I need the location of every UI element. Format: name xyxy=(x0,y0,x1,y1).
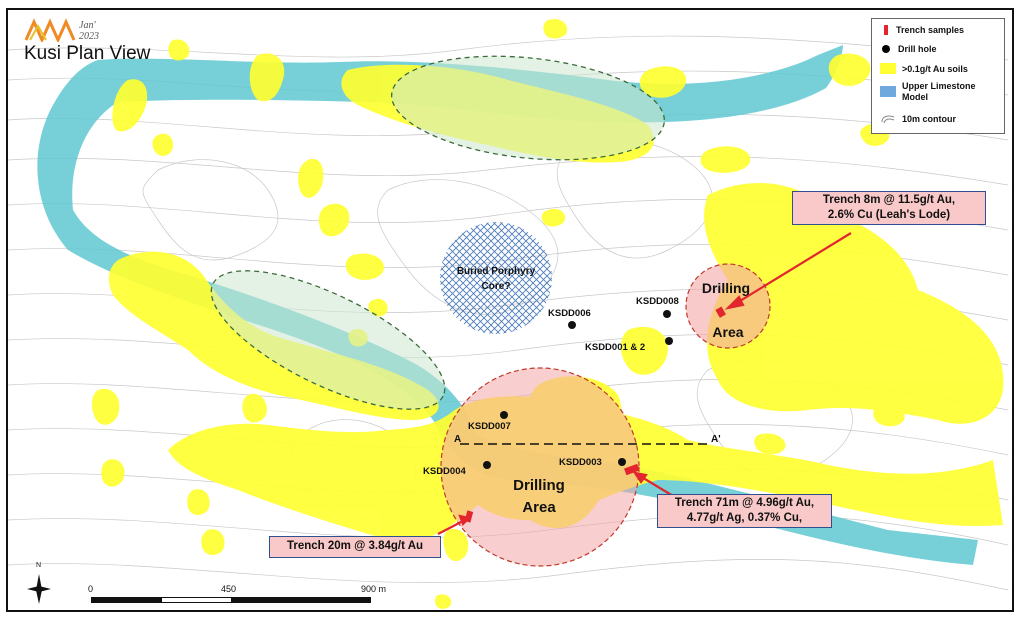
date-line-1: Jan' xyxy=(79,20,96,31)
red-bar-icon xyxy=(884,25,888,35)
drill-hole-ksdd006 xyxy=(568,321,576,329)
north-arrow: N xyxy=(26,562,52,606)
drill-holes: KSDD006 KSDD008 KSDD001 & 2 KSDD007 KSDD… xyxy=(423,296,679,477)
trench-leahs-lode xyxy=(715,306,726,318)
drill-hole-ksdd003 xyxy=(618,458,626,466)
trench-71m xyxy=(624,463,640,476)
drill-hole-label: KSDD003 xyxy=(559,457,602,468)
black-dot-icon xyxy=(882,45,890,53)
drilling-area-small-label-1: Drilling xyxy=(702,280,750,296)
drilling-area-large-label-2: Area xyxy=(522,499,556,516)
drill-hole-label: KSDD004 xyxy=(423,466,466,477)
section-a-prime-label: A' xyxy=(711,434,721,445)
callout-trench-20m: Trench 20m @ 3.84g/t Au xyxy=(269,536,441,558)
drill-hole-label: KSDD001 & 2 xyxy=(585,342,645,353)
header: Jan' 2023 Kusi Plan View xyxy=(24,18,150,64)
scale-bar-graphic xyxy=(91,597,371,603)
page-title: Kusi Plan View xyxy=(24,43,151,64)
drill-hole-ksdd007 xyxy=(500,411,508,419)
drill-hole-label: KSDD008 xyxy=(636,296,679,307)
drilling-area-small-label-2: Area xyxy=(712,324,743,340)
porphyry-label-line1: Buried Porphyry xyxy=(457,266,536,277)
legend-item: >0.1g/t Au soils xyxy=(880,63,968,74)
scale-tick-450: 450 xyxy=(221,584,237,594)
scale-tick-900: 900 m xyxy=(361,584,387,594)
plan-view-map: Buried Porphyry Core? Drilling Area Dril… xyxy=(8,19,1009,609)
company-logo xyxy=(24,18,76,42)
scale-tick-0: 0 xyxy=(88,584,94,594)
legend-item: 10m contour xyxy=(880,113,956,124)
drill-hole-label: KSDD006 xyxy=(548,308,591,319)
contour-icon xyxy=(881,115,895,124)
compass-icon xyxy=(27,574,51,604)
target-ellipses xyxy=(210,55,665,410)
legend-item: Drill hole xyxy=(880,44,937,54)
drilling-area-small: Drilling Area xyxy=(685,263,771,349)
legend: Trench samples Drill hole >0.1g/t Au soi… xyxy=(871,18,1005,134)
drilling-area-large: Drilling Area xyxy=(440,367,640,567)
drilling-area-large-label-1: Drilling xyxy=(513,477,565,494)
map-frame: Buried Porphyry Core? Drilling Area Dril… xyxy=(6,8,1014,612)
blue-square-icon xyxy=(880,86,896,97)
yellow-square-icon xyxy=(880,63,896,74)
buried-porphyry-core: Buried Porphyry Core? xyxy=(440,222,552,334)
callout-leahs-lode: Trench 8m @ 11.5g/t Au, 2.6% Cu (Leah's … xyxy=(792,191,986,225)
legend-item: Upper Limestone Model xyxy=(880,81,976,103)
porphyry-label-line2: Core? xyxy=(482,281,511,292)
legend-item: Trench samples xyxy=(880,25,964,35)
section-line: A A' xyxy=(454,434,721,445)
date-label: Jan' 2023 xyxy=(79,20,99,42)
section-a-label: A xyxy=(454,434,461,445)
date-line-2: 2023 xyxy=(79,31,99,42)
drill-hole-label: KSDD007 xyxy=(468,421,511,432)
callout-trench-71m: Trench 71m @ 4.96g/t Au, 4.77g/t Ag, 0.3… xyxy=(657,494,832,528)
drill-hole-ksdd001-2 xyxy=(665,337,673,345)
drill-hole-ksdd004 xyxy=(483,461,491,469)
north-label: N xyxy=(36,562,42,569)
drill-hole-ksdd008 xyxy=(663,310,671,318)
